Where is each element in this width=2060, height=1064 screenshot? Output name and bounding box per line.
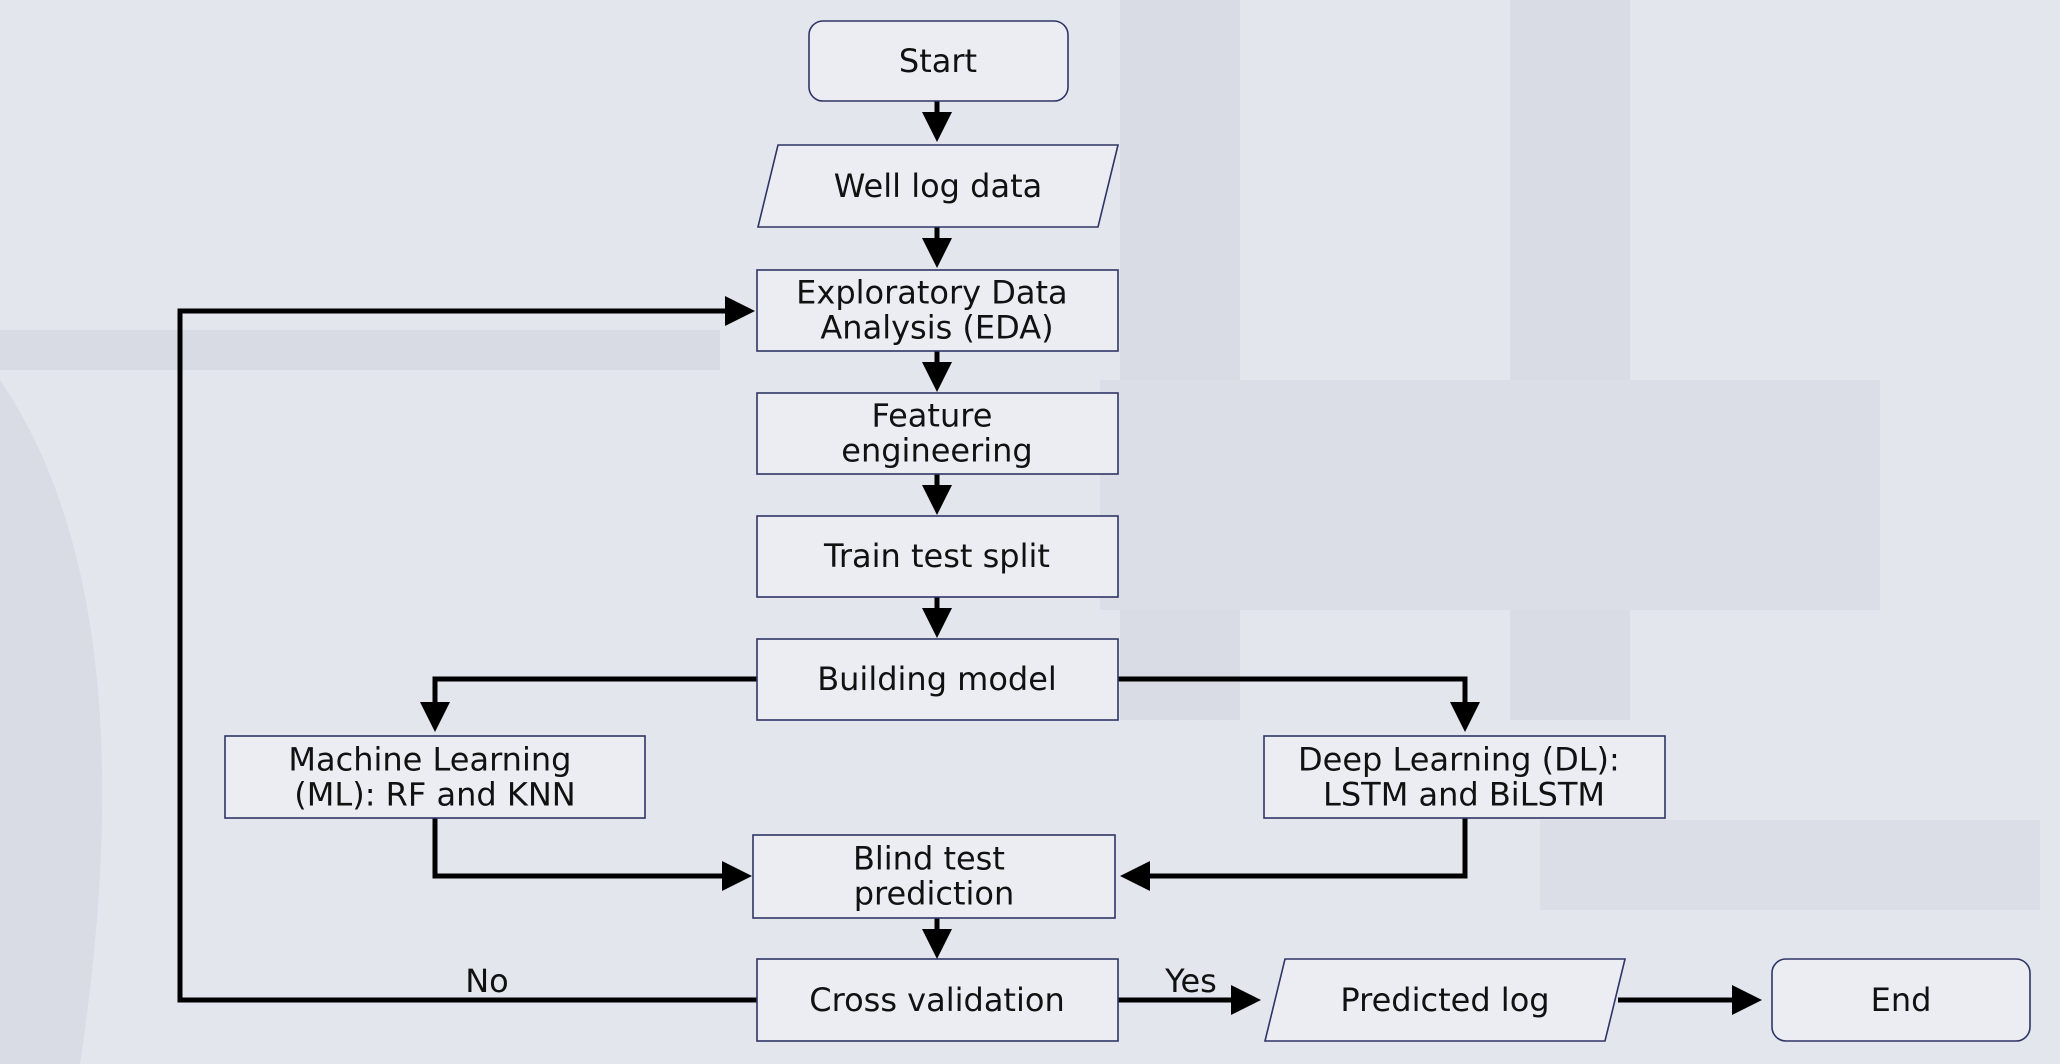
node-blind-test-prediction-line-1: Blind test bbox=[853, 839, 1005, 877]
node-deep-learning-line-2: LSTM and BiLSTM bbox=[1323, 776, 1605, 814]
node-cross-validation-line-1: Cross validation bbox=[809, 981, 1064, 1019]
node-cross-validation-label: Cross validation bbox=[809, 981, 1064, 1019]
node-building-model: Building model bbox=[756, 638, 1119, 721]
node-feature-engineering-shape bbox=[756, 392, 1119, 475]
node-predicted-log: Predicted log bbox=[1263, 958, 1627, 1042]
connectors: No Yes bbox=[177, 101, 1762, 1015]
edge-building-model-to-ml bbox=[420, 676, 757, 732]
background-rig-deck bbox=[1100, 380, 1880, 610]
edge-label-no: No bbox=[465, 962, 509, 1000]
node-machine-learning-shape bbox=[224, 735, 646, 819]
nodes: Start Well log data Exploratory Data Ana… bbox=[224, 20, 2031, 1042]
node-machine-learning: Machine Learning (ML): RF and KNN bbox=[224, 735, 646, 819]
node-predicted-log-shape bbox=[1263, 958, 1627, 1042]
node-predicted-log-label: Predicted log bbox=[1340, 981, 1549, 1019]
node-machine-learning-line-1: Machine Learning bbox=[288, 740, 571, 778]
node-eda-line-2: Analysis (EDA) bbox=[820, 309, 1053, 347]
background-rig-tower-left bbox=[1120, 0, 1240, 720]
node-start-line-1: Start bbox=[899, 42, 977, 80]
background-swoosh bbox=[0, 380, 103, 1064]
background-rig-tower-right bbox=[1510, 0, 1630, 720]
node-feature-engineering-line-2: engineering bbox=[841, 432, 1032, 470]
node-train-test-split-line-1: Train test split bbox=[823, 537, 1050, 575]
node-end-label: End bbox=[1871, 981, 1932, 1019]
node-start-shape bbox=[808, 20, 1069, 102]
node-eda: Exploratory Data Analysis (EDA) bbox=[756, 269, 1119, 352]
node-end: End bbox=[1771, 958, 2031, 1042]
node-deep-learning-shape bbox=[1263, 735, 1666, 819]
node-well-log-data: Well log data bbox=[756, 144, 1120, 228]
node-building-model-label: Building model bbox=[817, 660, 1057, 698]
node-building-model-line-1: Building model bbox=[817, 660, 1057, 698]
node-machine-learning-label: Machine Learning (ML): RF and KNN bbox=[288, 740, 581, 813]
node-blind-test-prediction: Blind test prediction bbox=[752, 834, 1116, 919]
node-eda-shape bbox=[756, 269, 1119, 352]
node-eda-line-1: Exploratory Data bbox=[796, 273, 1068, 311]
background-vessel bbox=[1540, 820, 2040, 910]
node-feature-engineering-line-1: Feature bbox=[871, 396, 992, 434]
node-feature-engineering: Feature engineering bbox=[756, 392, 1119, 475]
edge-cross-validation-no-to-eda bbox=[177, 296, 757, 1003]
node-deep-learning: Deep Learning (DL): LSTM and BiLSTM bbox=[1263, 735, 1666, 819]
node-end-line-1: End bbox=[1871, 981, 1932, 1019]
node-start-label: Start bbox=[899, 42, 977, 80]
background-ship bbox=[0, 330, 720, 370]
edge-dl-to-blind-test bbox=[1120, 818, 1468, 891]
edge-ml-to-blind-test bbox=[432, 818, 752, 891]
node-building-model-shape bbox=[756, 638, 1119, 721]
node-start: Start bbox=[808, 20, 1069, 102]
node-blind-test-prediction-shape bbox=[752, 834, 1116, 919]
node-eda-label: Exploratory Data Analysis (EDA) bbox=[796, 273, 1078, 346]
node-train-test-split-label: Train test split bbox=[823, 537, 1050, 575]
node-end-shape bbox=[1771, 958, 2031, 1042]
node-cross-validation-shape bbox=[756, 958, 1119, 1042]
node-cross-validation: Cross validation bbox=[756, 958, 1119, 1042]
edge-label-yes: Yes bbox=[1164, 962, 1217, 1000]
node-train-test-split-shape bbox=[756, 515, 1119, 598]
node-well-log-data-label: Well log data bbox=[834, 167, 1042, 205]
node-deep-learning-label: Deep Learning (DL): LSTM and BiLSTM bbox=[1298, 740, 1630, 813]
node-blind-test-prediction-label: Blind test prediction bbox=[853, 839, 1015, 912]
node-well-log-data-line-1: Well log data bbox=[834, 167, 1042, 205]
edge-building-model-to-dl bbox=[1118, 676, 1480, 732]
node-feature-engineering-label: Feature engineering bbox=[841, 396, 1032, 469]
node-well-log-data-shape bbox=[756, 144, 1120, 228]
node-predicted-log-line-1: Predicted log bbox=[1340, 981, 1549, 1019]
node-blind-test-prediction-line-2: prediction bbox=[854, 875, 1015, 913]
node-train-test-split: Train test split bbox=[756, 515, 1119, 598]
node-deep-learning-line-1: Deep Learning (DL): bbox=[1298, 740, 1620, 778]
node-machine-learning-line-2: (ML): RF and KNN bbox=[294, 776, 575, 814]
